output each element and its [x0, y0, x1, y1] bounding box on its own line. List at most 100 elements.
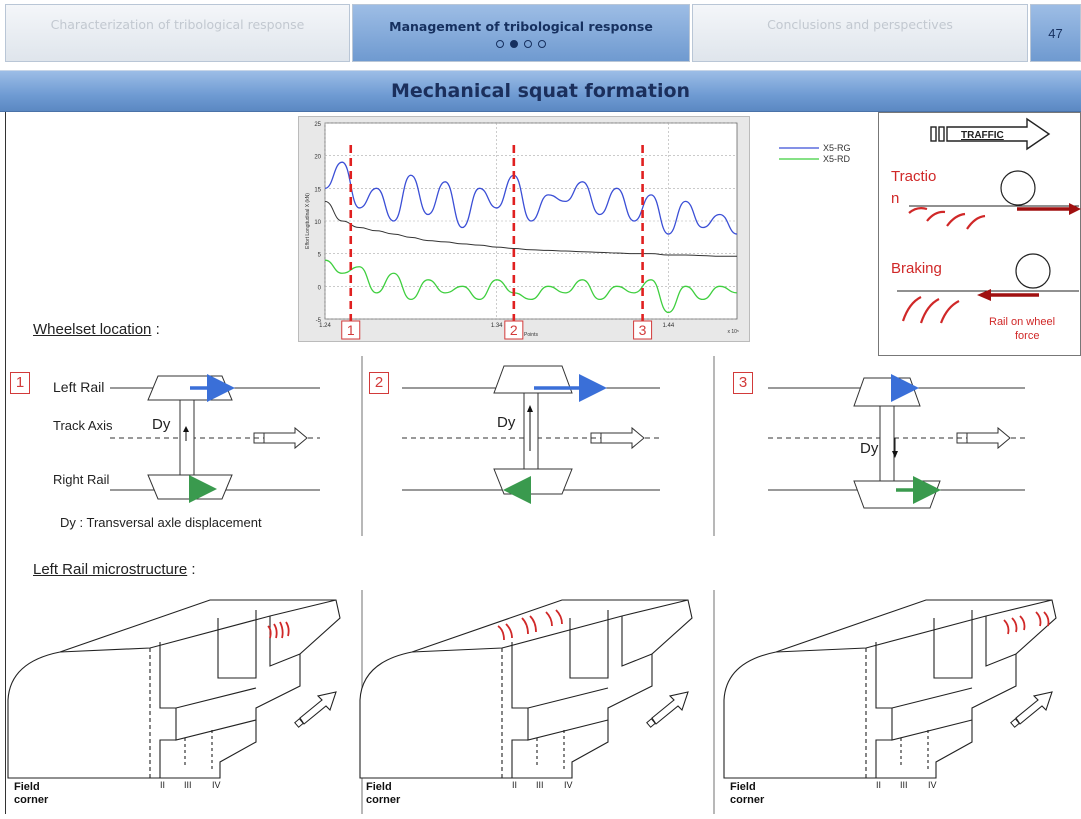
chart-marker-label-2: 2: [510, 322, 518, 338]
tab-management-label: Management of tribological response: [389, 19, 653, 34]
tab-characterization[interactable]: Characterization of tribological respons…: [5, 4, 350, 62]
rail-base: [159, 739, 176, 778]
page-number: 47: [1030, 4, 1081, 62]
chart-series-line-x5-rd: [324, 259, 738, 314]
rail-box-front: [569, 610, 609, 679]
rail-box-front: [933, 610, 973, 679]
chart-xtick-label: 1.34: [491, 323, 503, 329]
progress-dot[interactable]: [524, 40, 532, 48]
rail-top-edge: [59, 599, 337, 653]
force-label-line1: Rail on wheel: [989, 316, 1055, 328]
left-rail-label: Left Rail: [53, 379, 105, 395]
legend-label-x5-rg: X5-RG: [823, 143, 851, 153]
field-corner-label: Field: [730, 781, 756, 793]
rail-base: [875, 739, 892, 778]
dy-label-1: Dy: [152, 416, 171, 433]
field-corner-label: Field: [14, 781, 40, 793]
dy-label-3: Dy: [860, 440, 879, 457]
left-border-line: [5, 112, 6, 814]
track-axis-label: Track Axis: [53, 418, 113, 433]
traffic-box: TRAFFIC Tractio n Braking Rail on wheel …: [878, 112, 1081, 356]
progress-dot[interactable]: [538, 40, 546, 48]
panel-number-2: 2: [369, 372, 389, 394]
chart-xlabel: Points: [524, 332, 538, 338]
rail-step: [875, 642, 973, 709]
microstructure-heading-text: Left Rail microstructure: [33, 561, 188, 578]
rail-box-side: [985, 616, 1017, 667]
rail-box-side: [621, 616, 653, 667]
rail-zone-dividers: [900, 730, 929, 772]
traction-crack-marks: [908, 207, 986, 230]
chart-ytick-label: 25: [314, 122, 321, 128]
slide-title: Mechanical squat formation: [390, 80, 691, 102]
chart-ytick-label: 0: [318, 285, 322, 291]
wheelset-diagram: [110, 356, 1025, 536]
traction-label-line1: Tractio: [891, 168, 936, 185]
dy-label-2: Dy: [497, 414, 516, 431]
chart-series-line-x5-rg: [324, 161, 738, 235]
chart-legend: X5-RG X5-RD: [775, 140, 875, 172]
field-corner-label: Field: [366, 781, 392, 793]
tab-conclusions[interactable]: Conclusions and perspectives: [692, 4, 1028, 62]
crack-marks-3: [1003, 611, 1050, 635]
dy-legend: Dy : Transversal axle displacement: [60, 515, 262, 530]
wheelset-section: [0, 356, 1081, 536]
zone-label-III: III: [184, 780, 192, 790]
traffic-arrow-tail-1: [930, 126, 937, 142]
tab-characterization-label: Characterization of tribological respons…: [50, 17, 305, 32]
traffic-arrow-tail-icon: [1010, 718, 1020, 728]
crack-marks-2: [497, 609, 563, 641]
rail-top-edge: [411, 599, 689, 653]
progress-dot[interactable]: [496, 40, 504, 48]
rail-top-edge: [775, 599, 1053, 653]
traffic-arrow-icon: [299, 691, 337, 725]
rail-box-front: [217, 610, 257, 679]
traffic-arrow-icon: [946, 117, 1051, 151]
rail-outline: [7, 599, 341, 779]
traffic-arrow-tail-icon: [646, 718, 656, 728]
chart-ytick-label: -5: [316, 318, 322, 324]
chart-ylabel: Effort Longitudinal X (kN): [305, 193, 311, 249]
chart-marker-box-1: [341, 320, 361, 340]
legend-label-x5-rd: X5-RD: [823, 154, 851, 164]
field-corner-label: corner: [730, 794, 765, 806]
zone-label-III: III: [900, 780, 908, 790]
field-corner-label: corner: [366, 794, 401, 806]
traffic-arrow-tail-2: [938, 126, 945, 142]
traffic-label: TRAFFIC: [961, 130, 1004, 141]
wheelset-heading: Wheelset location :: [33, 321, 160, 338]
force-label-line2: force: [1015, 330, 1039, 342]
rail-base: [511, 739, 528, 778]
chart-series-line-trend: [324, 200, 737, 257]
rail-step: [511, 642, 609, 709]
zone-label-IV: IV: [928, 780, 937, 790]
wheel-braking-icon: [1015, 253, 1051, 289]
traction-force-arrowhead: [1069, 203, 1081, 215]
wheelset-panel-2: [402, 365, 660, 504]
chart-ytick-label: 5: [318, 253, 322, 259]
tab-conclusions-label: Conclusions and perspectives: [767, 17, 953, 32]
rail-zone-dividers: [184, 730, 213, 772]
chart-ytick-label: 15: [314, 187, 321, 193]
zone-label-III: III: [536, 780, 544, 790]
zone-label-II: II: [160, 780, 165, 790]
chart-x-multiplier: x 10⁵: [727, 329, 739, 335]
rail-outline: [359, 599, 693, 779]
progress-dot-current[interactable]: [510, 40, 518, 48]
right-rail-label: Right Rail: [53, 472, 110, 487]
traffic-diagram: TRAFFIC Tractio n Braking Rail on wheel …: [891, 117, 1081, 342]
field-corner-label: corner: [14, 794, 49, 806]
slide-progress-dots: [353, 40, 689, 48]
tab-management[interactable]: Management of tribological response: [352, 4, 690, 62]
traction-label-line2: n: [891, 190, 899, 207]
wheel-traction-icon: [1000, 170, 1036, 206]
chart-marker-label-3: 3: [639, 322, 647, 338]
chart-marker-label-1: 1: [347, 322, 355, 338]
